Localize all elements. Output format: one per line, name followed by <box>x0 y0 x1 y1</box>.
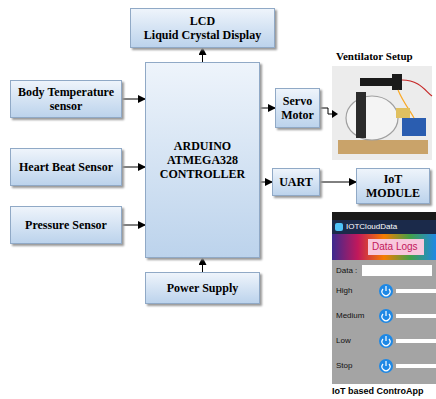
banner <box>332 234 436 260</box>
button-label: Low <box>336 336 351 345</box>
power-symbol <box>382 336 390 346</box>
phone-screenshot <box>332 212 436 384</box>
signal-arrow <box>202 258 203 272</box>
sensor-box: Body Temperature sensor <box>10 80 122 118</box>
screen-title: Data Logs <box>372 241 418 253</box>
leader-line <box>320 108 332 114</box>
signal-arrow <box>202 48 203 62</box>
figure-heading: Ventilator Setup <box>336 50 413 63</box>
app-icon <box>335 223 343 231</box>
power-icon <box>379 359 393 373</box>
slider-bar <box>396 289 436 293</box>
valve <box>396 108 410 118</box>
box-text: ARDUINO ATMEGA328 CONTROLLER <box>150 139 255 181</box>
slider-bars <box>396 289 436 368</box>
interface-box: UART <box>272 168 320 196</box>
power-icon <box>379 284 393 298</box>
title-box <box>368 239 424 255</box>
photo-ground <box>332 66 432 160</box>
box-text: Body Temperature sensor <box>15 85 117 113</box>
power-icon <box>379 309 393 323</box>
box-text: Pressure Sensor <box>25 218 107 232</box>
power-symbol <box>382 286 390 296</box>
sensor-box: Pressure Sensor <box>10 206 122 244</box>
power-buttons <box>379 284 393 373</box>
module-box: IoT MODULE <box>356 168 430 204</box>
sensor-box: Heart Beat Sensor <box>10 148 122 186</box>
signal-arrow <box>122 99 145 100</box>
servo-body <box>392 74 402 90</box>
slider-bar <box>396 364 436 368</box>
app-title: IOTCloudData <box>346 222 397 231</box>
controller-box: ARDUINO ATMEGA328 CONTROLLER <box>145 62 260 258</box>
servo-to-ventilator-arrow <box>320 108 338 118</box>
ambu-bag <box>346 96 398 140</box>
box-text: UART <box>279 175 313 189</box>
button-label: Stop <box>336 361 352 370</box>
control-board <box>402 118 426 136</box>
box-text: Heart Beat Sensor <box>19 160 113 174</box>
servo-arm <box>360 78 394 86</box>
wooden-base <box>338 140 428 154</box>
status-bar <box>332 212 436 384</box>
slider-bar <box>396 314 436 318</box>
signal-arrow <box>260 108 275 109</box>
signal-arrow <box>320 182 356 183</box>
box-text: LCD <box>190 14 215 28</box>
power-box: Power Supply <box>145 272 260 304</box>
power-icon <box>379 334 393 348</box>
bracket <box>356 92 366 138</box>
signal-arrow <box>260 182 272 183</box>
figure-caption: IoT based ControApp <box>332 386 424 396</box>
power-symbol <box>382 311 390 321</box>
display-box: LCDLiquid Crystal Display <box>130 8 275 48</box>
input-field <box>362 265 432 276</box>
button-label: High <box>336 286 352 295</box>
power-symbol <box>382 361 390 371</box>
actuator-box: Servo Motor <box>275 88 320 128</box>
box-text: IoT MODULE <box>361 172 425 200</box>
ventilator-photo <box>332 66 432 160</box>
app-header <box>332 220 436 234</box>
signal-arrow <box>122 167 145 168</box>
box-text: Servo Motor <box>280 94 315 122</box>
field-label: Data : <box>336 266 357 275</box>
box-text: Liquid Crystal Display <box>144 28 261 42</box>
arrow-head <box>332 110 338 118</box>
box-text: Power Supply <box>167 281 238 295</box>
signal-arrow <box>122 225 145 226</box>
button-label: Medium <box>336 311 364 320</box>
wire <box>402 80 432 96</box>
slider-bar <box>396 339 436 343</box>
app-body <box>332 260 436 384</box>
